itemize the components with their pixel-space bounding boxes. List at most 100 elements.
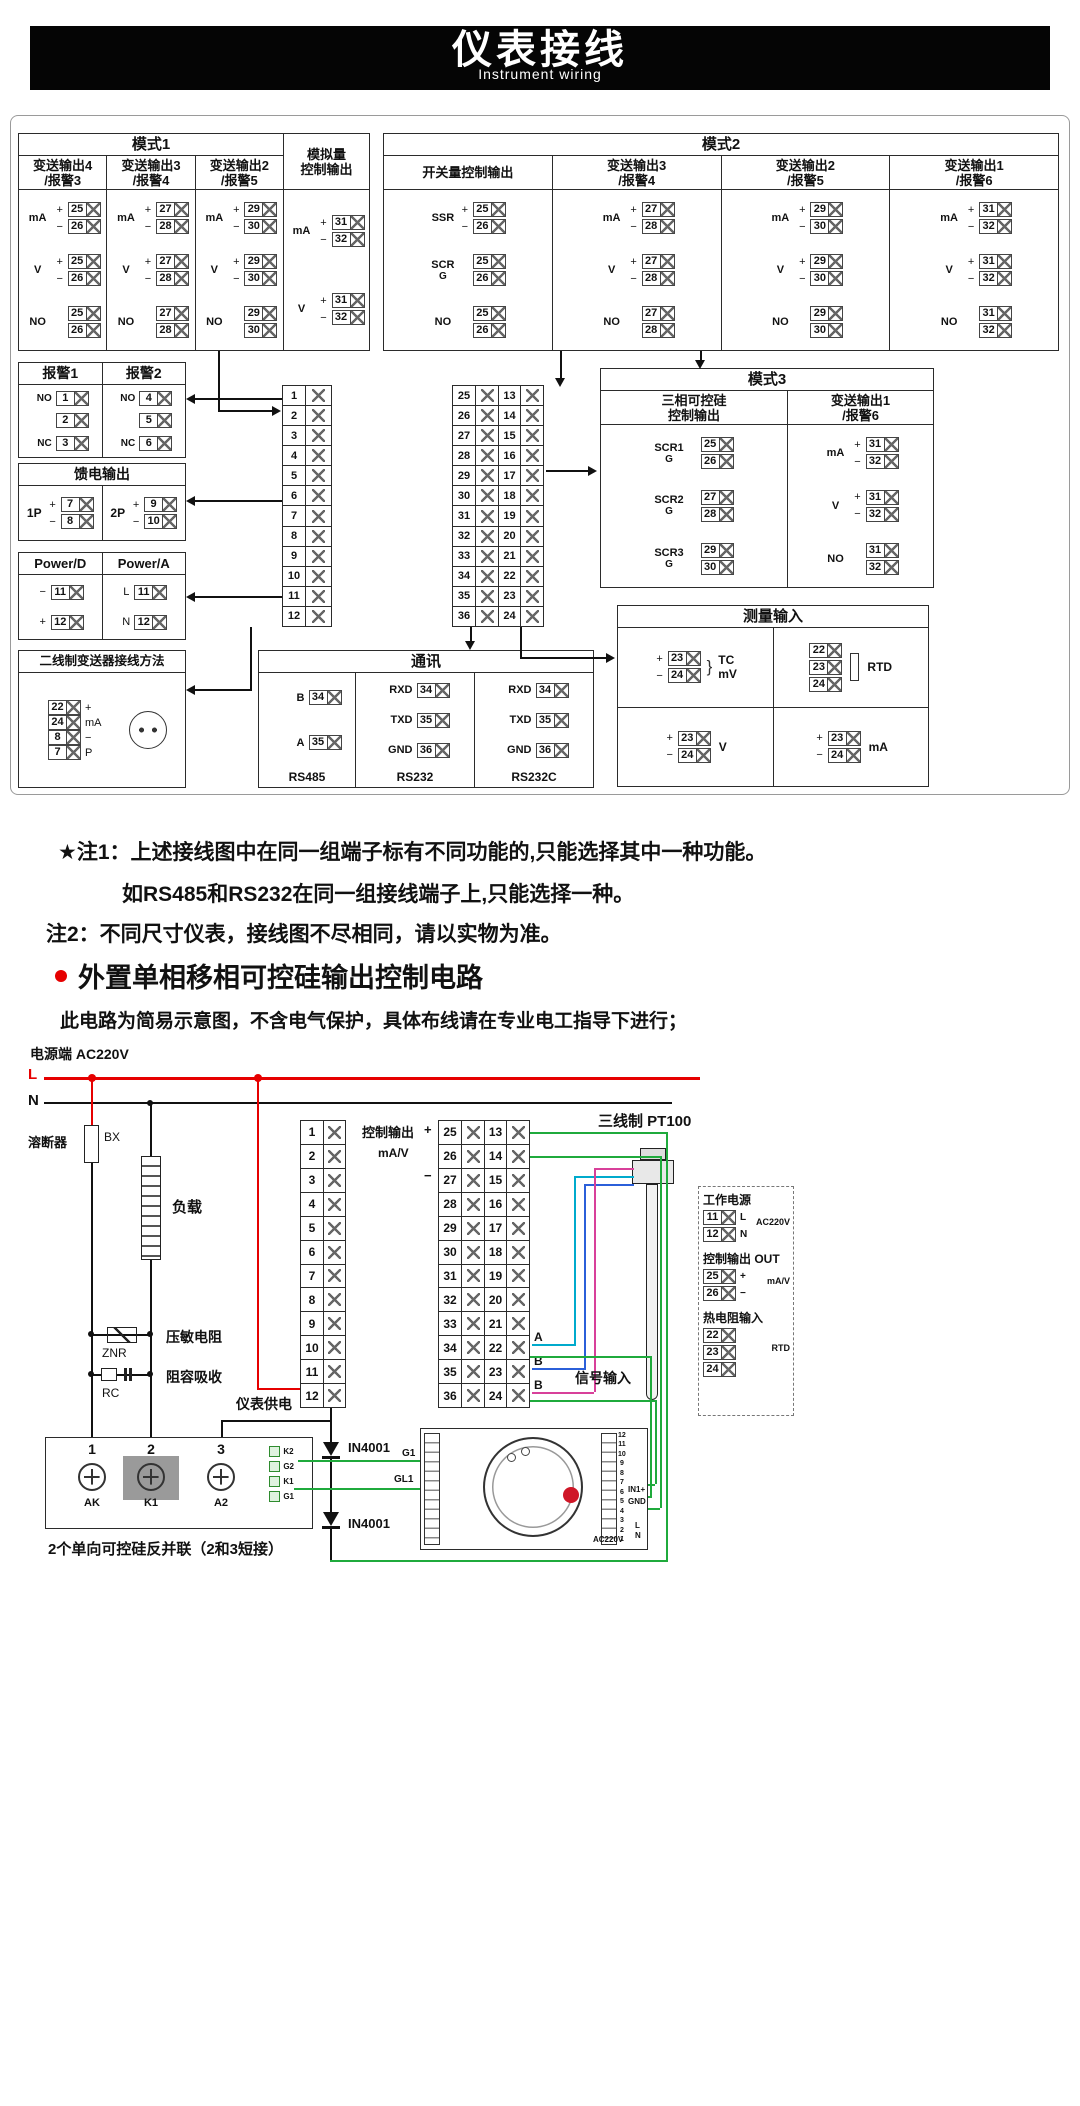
screw-terminal-icon (350, 216, 364, 229)
screw-terminal-icon (480, 469, 494, 483)
module-n-label: N (635, 1531, 641, 1540)
pt100-label: 三线制 PT100 (598, 1113, 692, 1130)
terminal-row: 29 17 (453, 465, 543, 486)
rtd-input-title: 热电阻输入 (703, 1311, 764, 1325)
screw-terminal-icon (312, 409, 325, 423)
scr-caption: 2个单向可控硅反并联（2和3短接） (48, 1541, 284, 1558)
terminal-row: 28 16 (453, 445, 543, 466)
mains-label: 电源端 AC220V (30, 1046, 129, 1062)
terminal-row: 8 (283, 525, 331, 546)
capacitor-icon (124, 1368, 132, 1381)
diode-icon (323, 1442, 339, 1456)
screw-terminal-icon (491, 307, 505, 320)
junction-dot (147, 1100, 153, 1106)
column-title: 三相可控硅控制输出 (601, 391, 787, 425)
screw-terminal-icon (312, 569, 325, 583)
screw-terminal-icon (525, 569, 539, 583)
screw-terminal-icon (158, 391, 172, 405)
terminal-row: −24 (664, 747, 711, 763)
center-terminal-strip-left: 1 2 3 4 5 6 7 8 9 10 11 12 (282, 385, 332, 627)
screw-terminal-icon (722, 1346, 735, 1359)
screw-terminal-icon (79, 515, 93, 528)
screw-terminal-icon (722, 1329, 735, 1342)
diode-icon (323, 1512, 339, 1526)
page-subtitle: Instrument wiring (478, 66, 602, 82)
screw-terminal-icon (435, 743, 449, 757)
arrow-icon (588, 466, 597, 476)
screw-terminal-icon (466, 1173, 480, 1187)
adjust-hole-icon (507, 1453, 516, 1462)
terminal-group: V +31 −32 (284, 293, 369, 325)
screw-terminal-icon (511, 1197, 525, 1211)
terminal-group: V +27 −28 (107, 254, 194, 286)
terminal-row: 27 15 (453, 425, 543, 446)
resistor-icon (101, 1368, 117, 1381)
terminal-row: 2 (301, 1143, 345, 1168)
screw-terminal-icon (829, 203, 843, 216)
screw-terminal-icon (312, 469, 325, 483)
terminal-row: 5 (283, 465, 331, 486)
screw-terminal-icon (328, 1317, 341, 1331)
scr-terminal-1: 1 AK (64, 1441, 120, 1509)
terminal-row: 6 (283, 485, 331, 506)
terminal-group: mA +31 −32 (284, 215, 369, 247)
measure-title: 测量输入 (618, 606, 928, 628)
screw-terminal-icon (829, 255, 843, 268)
analog-output-title: 模拟量控制输出 (284, 134, 369, 190)
mode1-col-output4: 变送输出4/报警3 mA +25 −26 V +25 −26 NO 25 26 (19, 156, 107, 350)
screw-terminal-icon (884, 438, 898, 452)
mode1-title: 模式1 (19, 134, 283, 156)
screw-terminal-icon (511, 1269, 525, 1283)
screw-terminal-icon (511, 1245, 525, 1259)
gate-terminal-icon (269, 1491, 281, 1502)
terminal-group: 2 (19, 413, 102, 429)
terminal-group: mA +31 −32 (890, 202, 1058, 234)
screw-terminal-icon (525, 489, 539, 503)
feed-output-box: 馈电输出 1P +7−8 2P +9−10 (18, 463, 186, 541)
screw-terminal-icon (328, 1293, 341, 1307)
signal-wire (655, 1400, 657, 1484)
screw-terminal-icon (480, 389, 494, 403)
diode-bar-icon (322, 1526, 340, 1529)
circuit-strip-25-36-13-24: 25 13 26 14 27 15 28 16 29 17 30 18 31 1… (438, 1120, 530, 1408)
mode1-col-output3: 变送输出3/报警4 mA +27 −28 V +27 −28 NO 27 28 (106, 156, 195, 350)
rs485-label: RS485 (288, 770, 326, 784)
screw-terminal-icon (660, 255, 674, 268)
gate-wire-g1 (298, 1460, 420, 1462)
terminal-row: 9 (301, 1311, 345, 1336)
screw-terminal-icon (511, 1341, 525, 1355)
screw-terminal-icon (525, 409, 539, 423)
terminal-row: 7 (283, 505, 331, 526)
screw-terminal-icon (263, 255, 277, 268)
scr-anode2-icon (207, 1463, 235, 1491)
screw-terminal-icon (312, 489, 325, 503)
terminal-group: SSR +25 −26 (384, 202, 552, 234)
screw-terminal-icon (525, 389, 539, 403)
gate-terminal: G1 (269, 1491, 294, 1502)
terminal-row: 12 (301, 1383, 345, 1408)
rtd-input-type: RTD (771, 1343, 791, 1353)
terminal-row: 26− (703, 1286, 789, 1301)
comm-title: 通讯 (259, 651, 593, 673)
module-l-label: L (635, 1521, 640, 1530)
varistor-icon (107, 1327, 137, 1343)
terminal-group: mA +31 −32 (788, 437, 933, 470)
screw-terminal-icon (67, 746, 80, 759)
screw-terminal-icon (74, 414, 88, 428)
signal-wire (648, 1484, 655, 1486)
screw-terminal-icon (828, 643, 842, 657)
screw-terminal-icon (525, 429, 539, 443)
terminal-row: 23 (809, 659, 843, 675)
terminal-group: NO 29 30 (722, 306, 890, 338)
screw-terminal-icon (511, 1389, 525, 1403)
terminal-row: +23 (814, 730, 861, 746)
power-d-title: Power/D (19, 553, 102, 575)
screw-terminal-icon (491, 203, 505, 216)
screw-terminal-icon (312, 449, 325, 463)
terminal-row: +23 (654, 651, 701, 667)
